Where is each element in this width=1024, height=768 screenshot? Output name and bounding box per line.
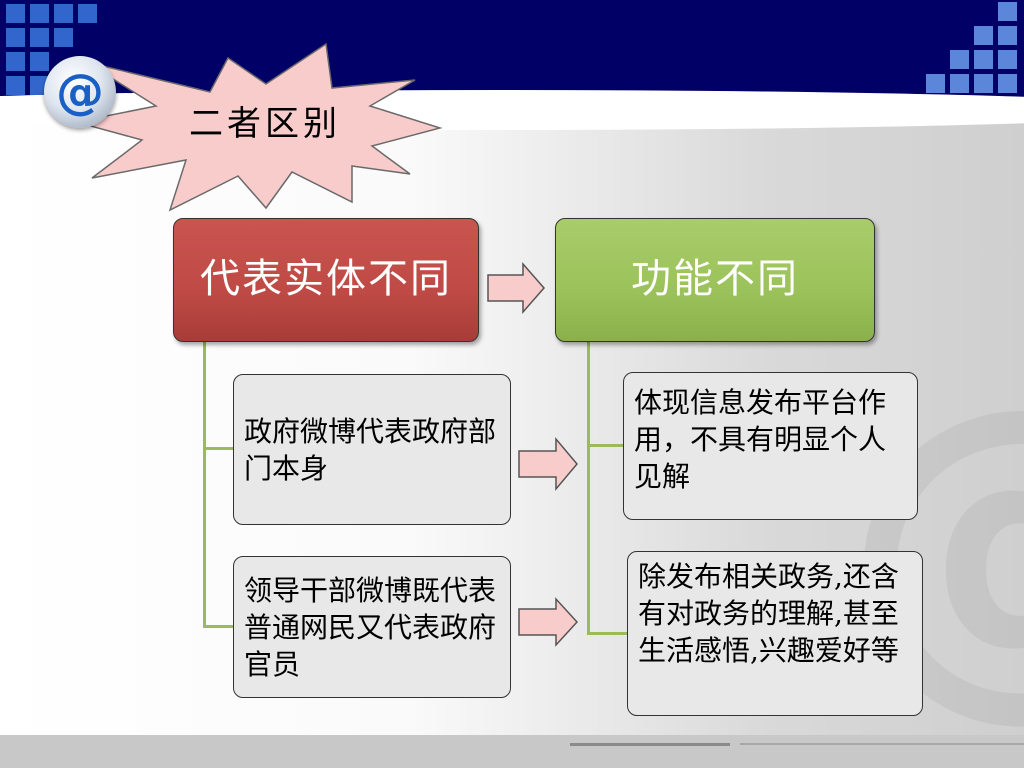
right-item-text: 除发布相关政务,还含有对政务的理解,甚至生活感悟,兴趣爱好等: [638, 560, 899, 667]
at-sign-icon: @: [56, 64, 104, 120]
decor-square: [926, 74, 945, 93]
right-arrow-icon: [518, 436, 578, 492]
decor-square: [30, 28, 49, 47]
decor-square: [998, 74, 1017, 93]
decor-square: [6, 52, 25, 71]
footer-line: [740, 743, 1024, 745]
connector-line: [203, 447, 233, 450]
starburst-shape: [75, 42, 443, 212]
left-item-text: 领导干部微博既代表普通网民又代表政府官员: [244, 573, 497, 681]
connector-line: [587, 342, 590, 635]
decor-square: [54, 28, 73, 47]
connector-line: [587, 444, 623, 447]
decor-square: [6, 4, 25, 23]
left-item-box: 政府微博代表政府部门本身: [233, 374, 511, 525]
decor-square: [998, 50, 1017, 69]
footer-line: [570, 743, 730, 746]
decor-square: [54, 4, 73, 23]
at-logo: @: [44, 56, 116, 128]
decor-square: [78, 4, 97, 23]
decor-square: [6, 28, 25, 47]
right-arrow-icon: [487, 262, 545, 314]
connector-line: [203, 625, 233, 628]
decor-square: [950, 74, 969, 93]
right-arrow-icon: [518, 597, 579, 647]
decor-square: [30, 4, 49, 23]
decor-square: [950, 50, 969, 69]
right-heading-box: 功能不同: [555, 218, 875, 342]
footer-bar: [0, 735, 1024, 768]
left-item-box: 领导干部微博既代表普通网民又代表政府官员: [233, 556, 511, 698]
left-item-text: 政府微博代表政府部门本身: [244, 414, 497, 485]
connector-line: [203, 342, 206, 628]
decor-square: [998, 26, 1017, 45]
decor-square: [998, 2, 1017, 21]
right-item-text: 体现信息发布平台作用，不具有明显个人见解: [634, 386, 887, 493]
right-item-box: 除发布相关政务,还含有对政务的理解,甚至生活感悟,兴趣爱好等: [627, 551, 923, 716]
connector-line: [587, 632, 627, 635]
decor-square: [974, 50, 993, 69]
right-item-box: 体现信息发布平台作用，不具有明显个人见解: [623, 372, 918, 520]
burst-title: 二者区别: [189, 104, 341, 144]
decor-square: [30, 52, 49, 71]
decor-square: [974, 74, 993, 93]
decor-square: [974, 26, 993, 45]
decor-square: [6, 76, 25, 95]
left-heading-box: 代表实体不同: [173, 218, 479, 342]
